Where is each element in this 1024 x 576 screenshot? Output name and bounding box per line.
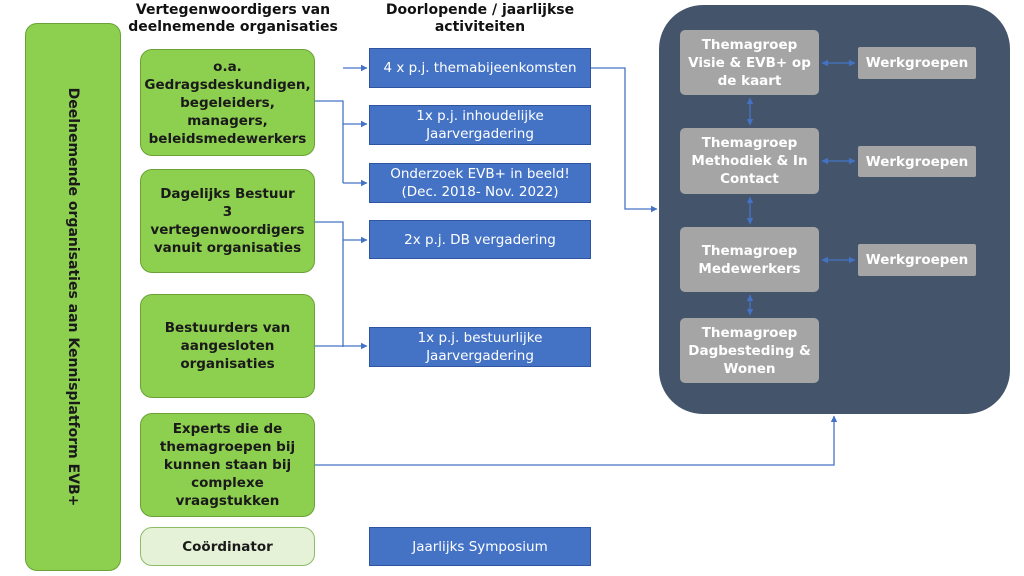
activity-theme-meetings: 4 x p.j. themabijeenkomsten (369, 48, 591, 88)
theme-group-daytime: Themagroep Dagbesteding & Wonen (680, 318, 819, 383)
theme-group-method: Themagroep Methodiek & In Contact (680, 128, 819, 194)
group-staff: o.a. Gedragsdeskundigen, begeleiders, ma… (140, 49, 315, 156)
connector-experts-panel (315, 415, 838, 466)
theme-group-vision: Themagroep Visie & EVB+ op de kaart (680, 30, 819, 95)
activity-board-meeting: 1x p.j. bestuurlijke Jaarvergadering (369, 327, 591, 367)
connector-theme-panel (591, 67, 658, 213)
connector-staff-trunk (315, 100, 344, 183)
working-groups-2: Werkgroepen (858, 146, 976, 177)
activity-symposium: Jaarlijks Symposium (369, 527, 591, 566)
group-experts: Experts die de themagroepen bij kunnen s… (140, 413, 315, 517)
group-directors: Bestuurders van aangesloten organisaties (140, 294, 315, 398)
connector-board-trunk (315, 221, 344, 347)
working-groups-1: Werkgroepen (858, 47, 976, 79)
working-groups-3: Werkgroepen (858, 244, 976, 276)
header-representatives: Vertegenwoordigers van deelnemende organ… (128, 2, 338, 35)
header-activities: Doorlopende / jaarlijkse activiteiten (385, 2, 575, 35)
group-daily-board: Dagelijks Bestuur 3 vertegenwoordigers v… (140, 169, 315, 273)
activity-db-meeting: 2x p.j. DB vergadering (369, 220, 591, 259)
group-coordinator: Coördinator (140, 527, 315, 566)
activity-research: Onderzoek EVB+ in beeld! (Dec. 2018- Nov… (369, 163, 591, 203)
activity-content-meeting: 1x p.j. inhoudelijke Jaarvergadering (369, 105, 591, 145)
theme-group-employees: Themagroep Medewerkers (680, 227, 819, 292)
participating-organisations-bar: Deelnemende organisaties aan Kennisplatf… (25, 23, 121, 571)
